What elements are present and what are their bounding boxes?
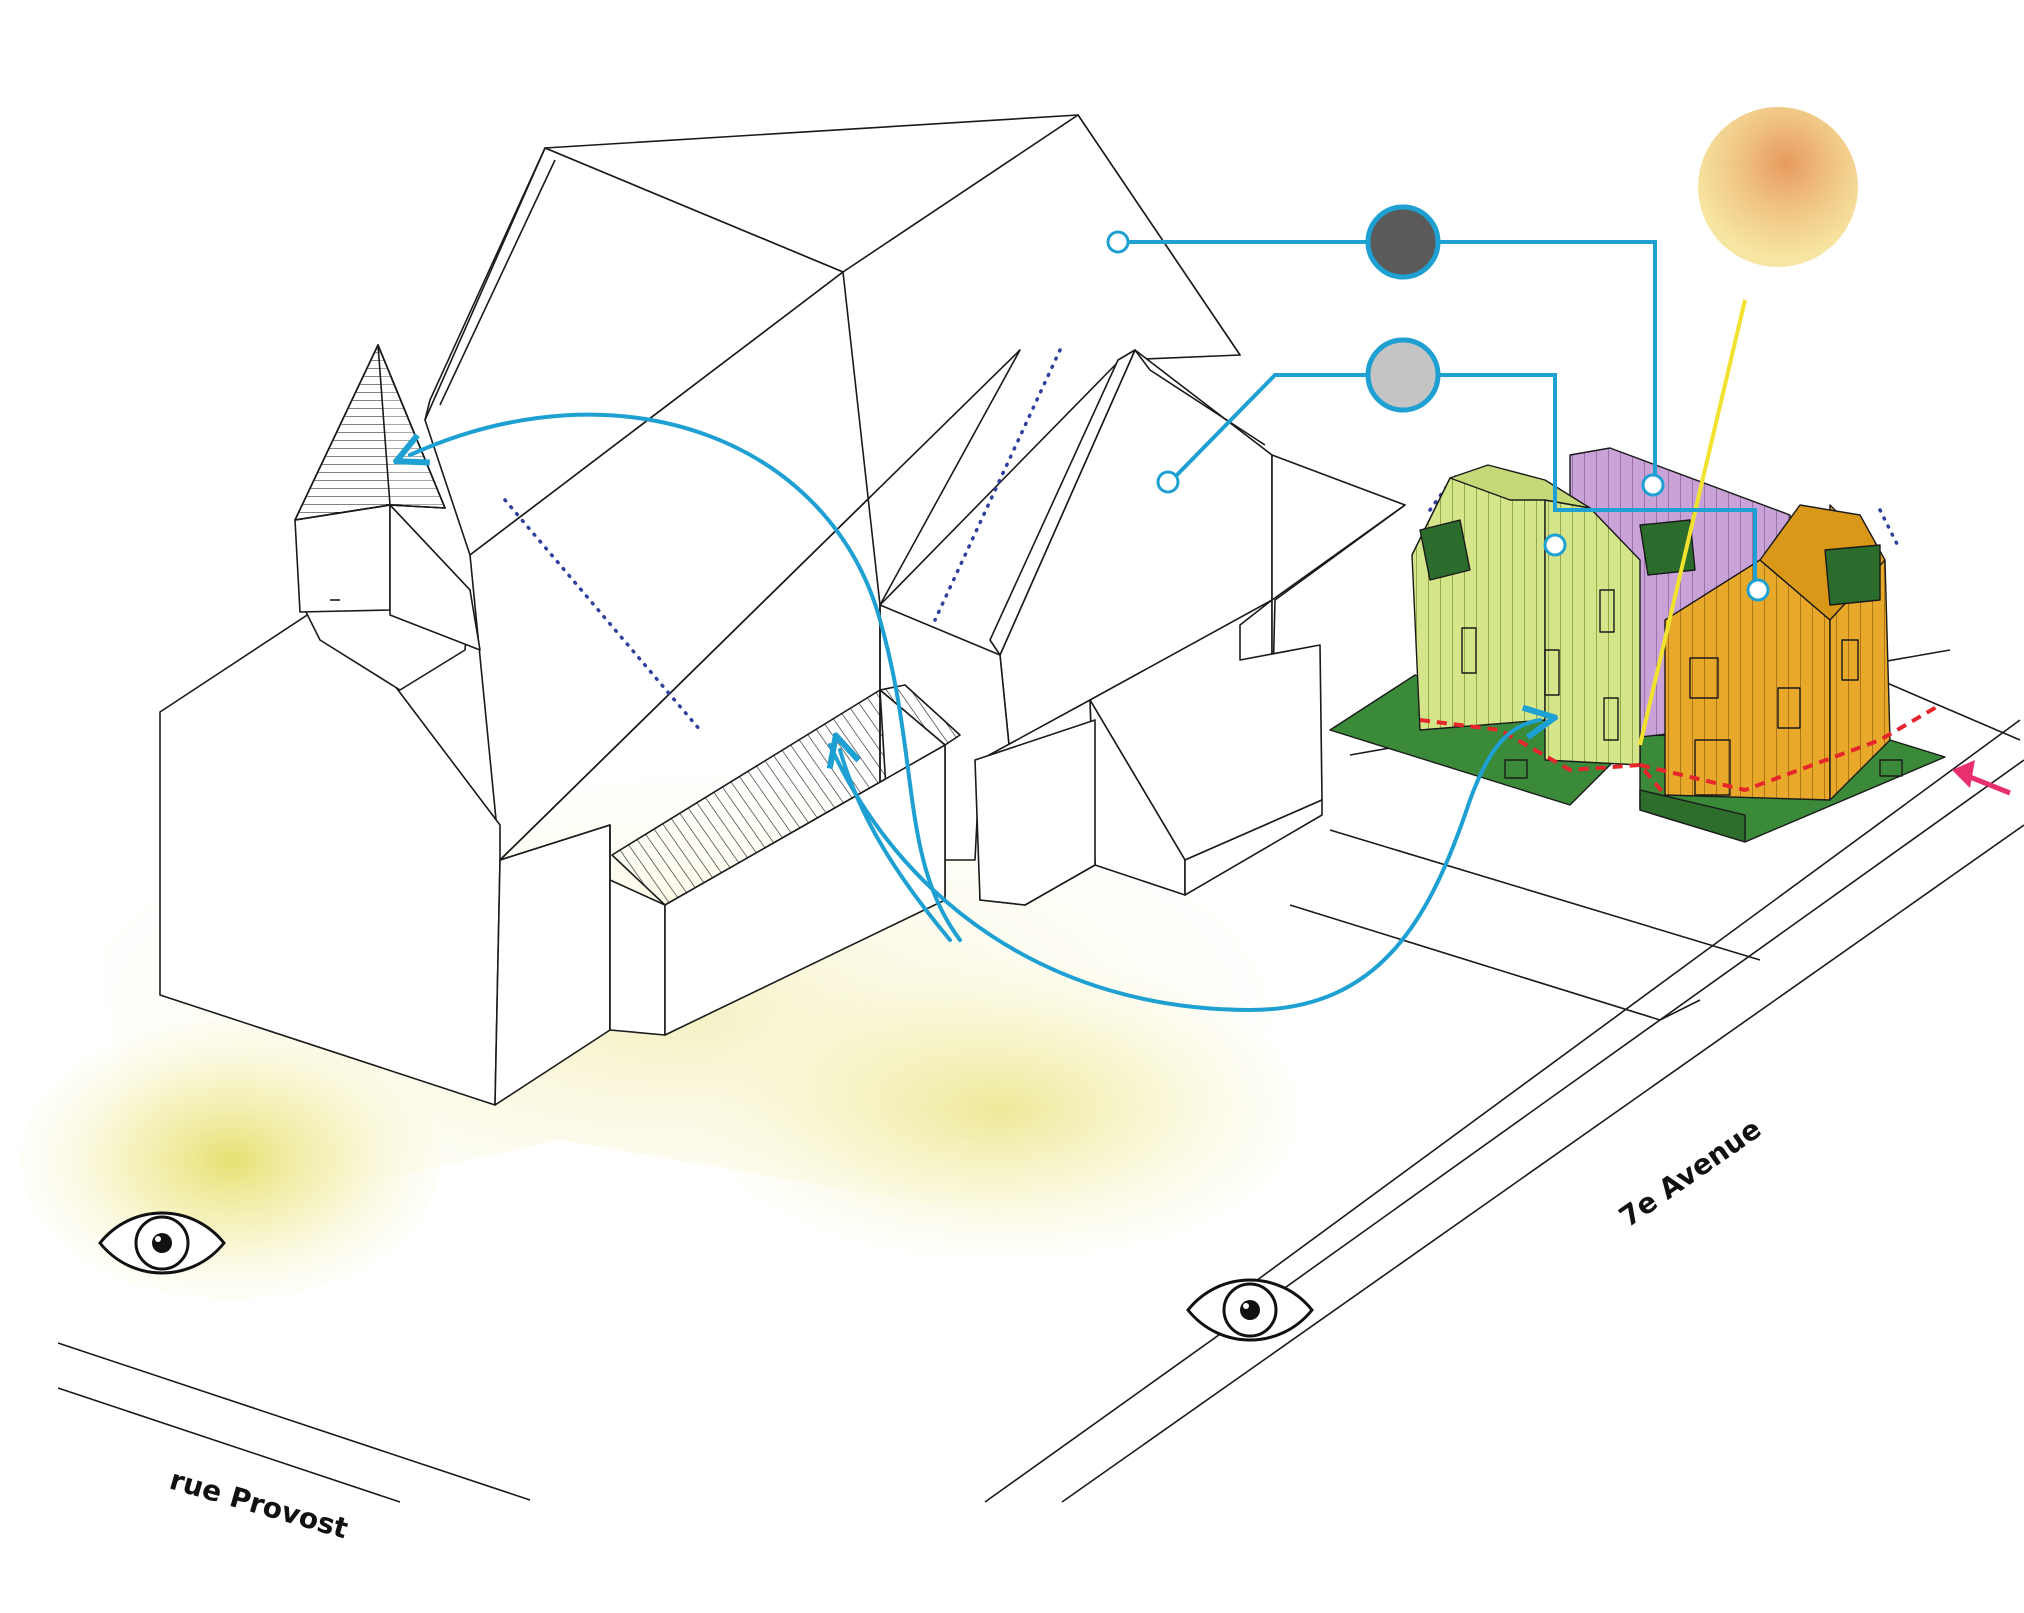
material-connectors [1120,240,1757,585]
street-label-left: rue Provost [166,1463,352,1545]
flow-arrows [410,412,1540,1013]
connector-endpoints [1106,230,1770,602]
new-houses [1329,447,1946,843]
eye-icon [1186,1278,1314,1342]
eye-icon [98,1211,226,1275]
access-arrow-icon [1952,760,2011,796]
church-building [159,114,1406,1106]
street-label-right: 7e Avenue [1613,1112,1767,1234]
sun-ray [1638,299,1747,746]
material-node-dark [1365,204,1441,280]
material-node-light [1365,337,1441,413]
property-lines [1419,703,1942,797]
sun-icon [1698,107,1858,267]
